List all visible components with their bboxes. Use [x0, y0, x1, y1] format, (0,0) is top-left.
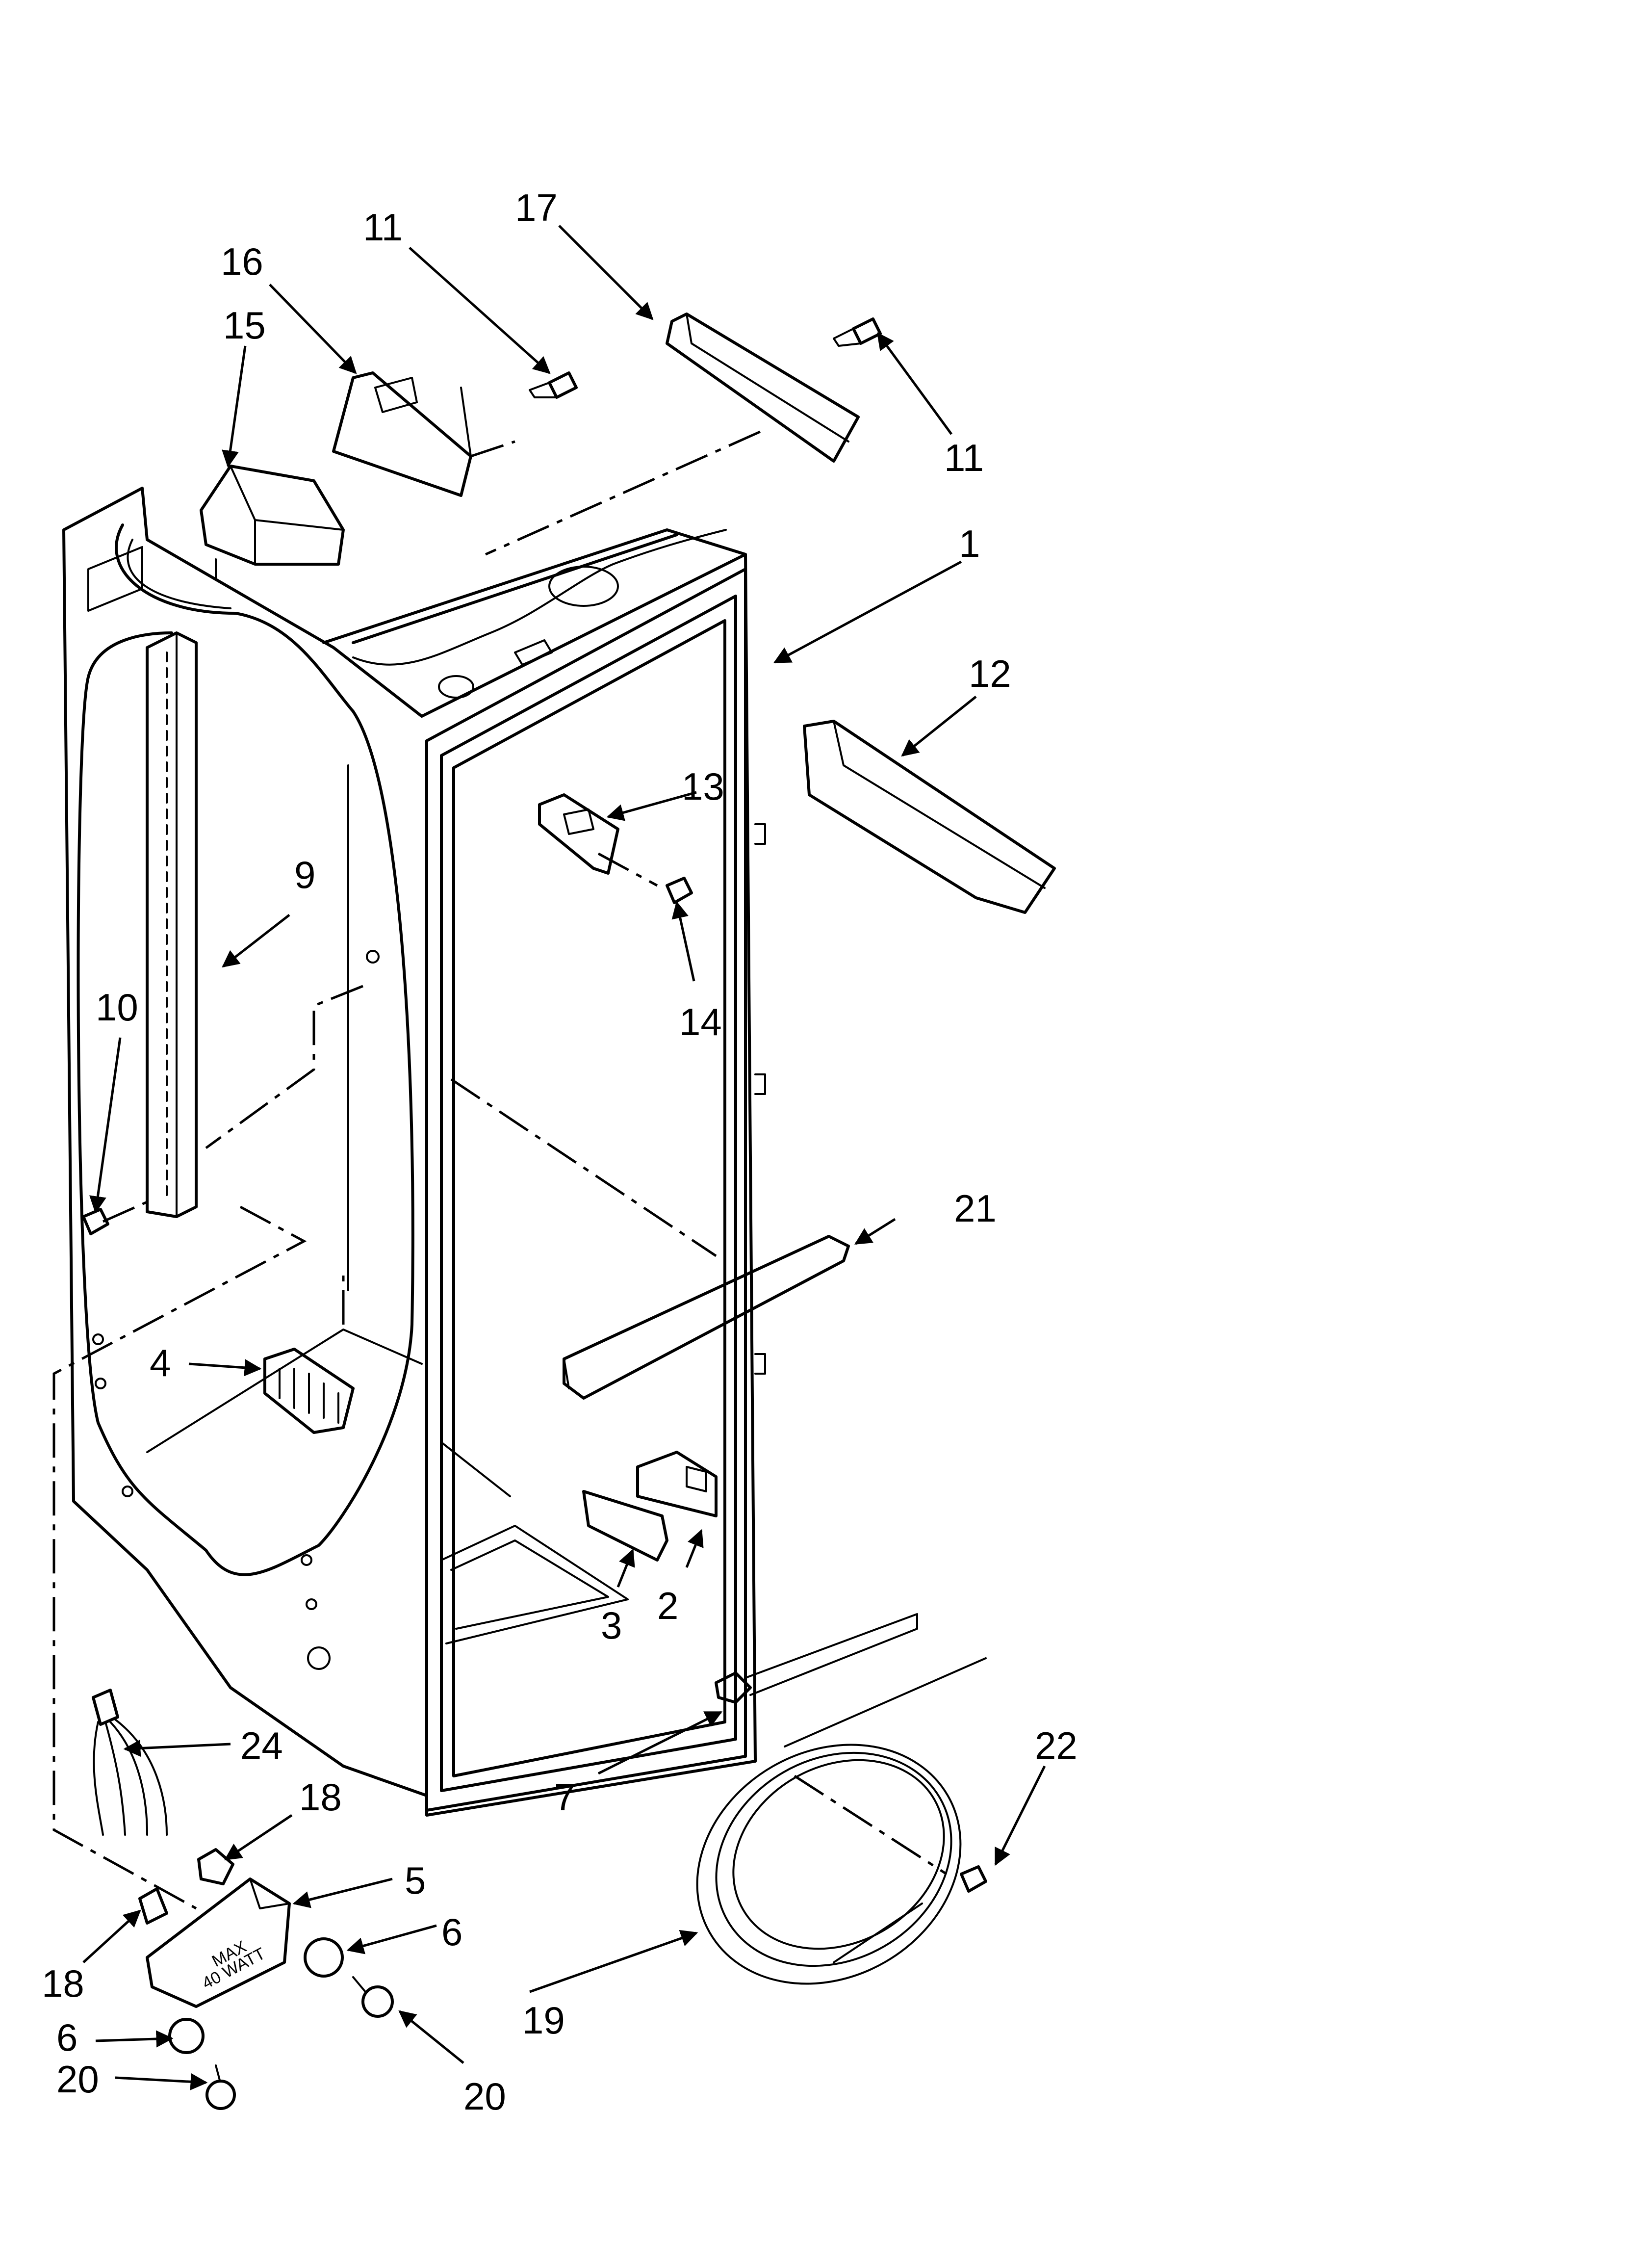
- label-part-7: 7: [554, 1775, 575, 1819]
- label-part-14: 14: [679, 1000, 722, 1043]
- label-part-6-left: 6: [56, 2016, 77, 2059]
- label-part-10: 10: [96, 986, 138, 1029]
- part-19-wire-coil: [696, 1657, 987, 1985]
- part-3-bracket: [582, 1490, 668, 1562]
- part-17-channel: [666, 313, 860, 463]
- assembly-lines: [52, 430, 948, 1910]
- part-15-control-box: [200, 465, 345, 580]
- label-part-18-top: 18: [299, 1775, 342, 1819]
- label-part-13: 13: [682, 765, 724, 808]
- label-part-16: 16: [221, 240, 263, 283]
- part-21-channel: [563, 1235, 850, 1400]
- label-part-9: 9: [294, 853, 315, 896]
- label-part-1: 1: [959, 522, 980, 565]
- cabinet-shell: [62, 487, 766, 1817]
- part-2-bracket: [636, 1451, 718, 1517]
- part-number-labels: 1 2 3 4 5 6 6 7 9 10 11 11 12 13 14 15 1…: [42, 186, 1078, 2118]
- label-part-3: 3: [601, 1604, 622, 1647]
- part-24-harness: [92, 1689, 168, 1836]
- label-part-15: 15: [223, 304, 266, 347]
- part-16-bracket: [332, 371, 472, 497]
- part-7-cable-tie: [715, 1613, 918, 1704]
- leader-lines: [82, 225, 1046, 2090]
- label-part-2: 2: [657, 1584, 678, 1627]
- label-part-20-left: 20: [56, 2058, 99, 2101]
- part-4-grille: [263, 1348, 355, 1434]
- label-part-22: 22: [1035, 1724, 1078, 1767]
- label-part-18-left: 18: [42, 1962, 84, 2005]
- label-part-17: 17: [515, 186, 558, 229]
- label-part-21: 21: [954, 1187, 997, 1230]
- label-part-6-right: 6: [441, 1910, 462, 1954]
- label-part-12: 12: [969, 652, 1011, 695]
- label-part-5: 5: [405, 1859, 426, 1902]
- label-part-24: 24: [240, 1724, 283, 1767]
- label-part-20-right: 20: [463, 2075, 506, 2118]
- label-part-19: 19: [522, 1999, 565, 2042]
- label-part-4: 4: [150, 1341, 171, 1384]
- label-part-11-right: 11: [944, 436, 984, 479]
- part-9-rail: [146, 631, 198, 1218]
- label-part-11-top: 11: [363, 206, 403, 249]
- part-12-channel: [803, 720, 1056, 914]
- part-13-bracket: [538, 793, 619, 875]
- part-5-light-housing: MAX 40 WATT: [146, 1877, 291, 2008]
- hardware-items: [82, 317, 987, 2110]
